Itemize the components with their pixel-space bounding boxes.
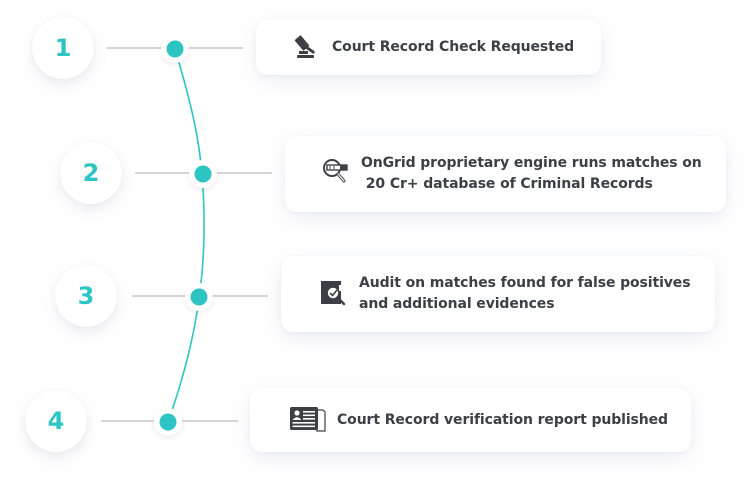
step-number-2: 2 [60,142,122,204]
step-card-4: Court Record verification report publish… [250,388,691,452]
audit-check-icon [319,278,349,308]
step-card-line: and additional evidences [359,296,555,312]
step-card-line: Court Record verification report publish… [337,411,668,428]
step-number-1: 1 [32,17,94,79]
step-card-text-4: Court Record verification report publish… [337,410,668,431]
step-card-line: 20 Cr+ database of Criminal Records [361,176,653,192]
timeline-curve [167,48,205,423]
step-card-text-3: Audit on matches found for false positiv… [359,273,691,315]
step-card-line: Audit on matches found for false positiv… [359,275,691,291]
step-card-text-2: OnGrid proprietary engine runs matches o… [361,153,702,195]
step-number-4: 4 [25,390,87,452]
report-id-card-icon [289,406,327,434]
step-number-3: 3 [55,265,117,327]
step-card-text-1: Court Record Check Requested [332,37,574,58]
step-card-3: Audit on matches found for false positiv… [281,256,715,332]
step-card-1: Court Record Check Requested [256,19,601,75]
step-card-line: Court Record Check Requested [332,38,575,55]
timeline-dot-4 [159,413,177,431]
horizontal-connector-lines [101,47,272,422]
magnifier-database-icon [321,156,351,186]
timeline-dots [154,35,217,436]
timeline-dot-3 [190,288,208,306]
timeline-dot-2 [194,165,212,183]
step-card-2: OnGrid proprietary engine runs matches o… [285,136,726,212]
step-card-line: OnGrid proprietary engine runs matches o… [361,155,702,171]
timeline-dot-1 [166,40,184,58]
gavel-icon [294,33,322,61]
